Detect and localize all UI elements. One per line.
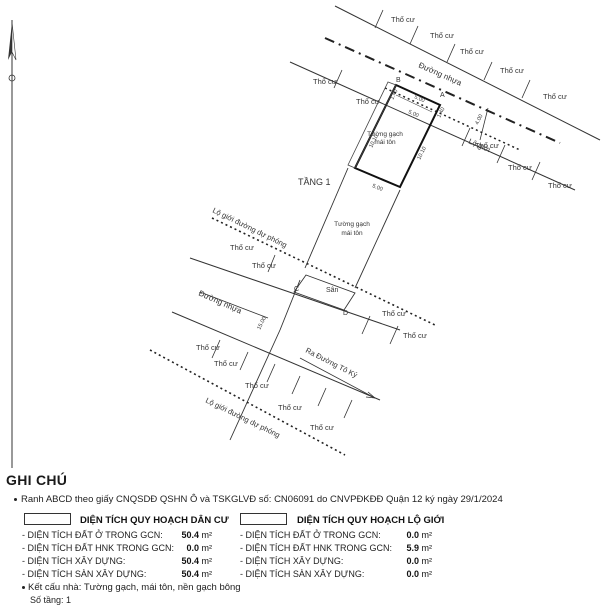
residential-row-label: - DIỆN TÍCH SÀN XÂY DỰNG: [22, 569, 147, 579]
setback-row-value: 5.9 m² [406, 543, 432, 553]
upper-lot-ticks [333, 9, 541, 181]
planned-setback-line-lower [149, 349, 346, 456]
legend-residential-swatch [24, 513, 71, 525]
setback-row-label: - DIỆN TÍCH ĐẤT HNK TRONG GCN: [240, 543, 393, 553]
neighbor-label: Thổ cư [313, 77, 337, 86]
structure-note: Kết cấu nhà: Tường gạch, mái tôn, nền gạ… [22, 582, 241, 593]
bullet-icon [14, 497, 17, 501]
residential-row-label: - DIỆN TÍCH ĐẤT HNK TRONG GCN: [22, 543, 175, 553]
residential-row-label: - DIỆN TÍCH ĐẤT Ở TRONG GCN: [22, 530, 163, 540]
roof-label: mái tôn [341, 230, 363, 237]
neighbor-label: Thổ cư [475, 141, 499, 150]
road-label: Đường nhựa [417, 61, 463, 88]
setback-header: DIỆN TÍCH QUY HOẠCH LỘ GIỚI [297, 515, 445, 526]
setback-row-label: - DIỆN TÍCH ĐẤT Ở TRONG GCN: [240, 530, 381, 540]
rear-yard [229, 167, 401, 441]
notes-description: Ranh ABCD theo giấy CNQSDĐ QSHN Ô và TSK… [14, 494, 503, 505]
dimension-label: 10.10 [368, 134, 379, 149]
planned-setback-label: Lộ giới đường dự phóng [204, 396, 281, 440]
neighbor-label: Thổ cư [356, 97, 380, 106]
upper-road [289, 5, 601, 191]
setback-row-value: 0.0 m² [406, 556, 432, 566]
residential-row-value: 50.4 m² [181, 556, 212, 566]
point-label: D [343, 310, 348, 317]
plot-boundary [347, 81, 442, 189]
dimension-label: 5.00 [407, 109, 419, 119]
residential-row-label: - DIỆN TÍCH XÂY DỰNG: [22, 556, 126, 566]
yard-label: Sân [326, 287, 339, 294]
dimension-label: 5.00 [371, 183, 383, 193]
lower-lot-ticks [211, 254, 399, 419]
neighbor-label: Thổ cư [543, 92, 567, 101]
setback-row-label: - DIỆN TÍCH XÂY DỰNG: [240, 556, 344, 566]
lower-road [171, 257, 401, 401]
neighbor-label: Thổ cư [278, 403, 302, 412]
description-text: Ranh ABCD theo giấy CNQSDĐ QSHN Ô và TSK… [21, 494, 503, 505]
residential-row-value: 0.0 m² [186, 543, 212, 553]
bullet-icon [22, 585, 25, 589]
legend-setback-swatch [240, 513, 287, 525]
setback-label: Lộ giới [467, 137, 492, 155]
cadastral-plan: Thổ cư Thổ cư Thổ cư Thổ cư Thổ cư Thổ c… [8, 5, 601, 468]
neighbor-label: Thổ cư [430, 31, 454, 40]
wall-label: Tường gạch [334, 221, 370, 228]
dimension-label: 1.40 [389, 89, 399, 101]
neighbor-label: Thổ cư [391, 15, 415, 24]
structure-text: Kết cấu nhà: Tường gạch, mái tôn, nền gạ… [28, 582, 241, 593]
floor-label: TẦNG 1 [298, 177, 331, 187]
neighbor-label: Thổ cư [196, 343, 220, 352]
neighbor-label: Thổ cư [548, 181, 572, 190]
dimension-label: 1.40 [436, 107, 446, 119]
setback-row-label: - DIỆN TÍCH SÀN XÂY DỰNG: [240, 569, 365, 579]
road-label: Đường nhựa [197, 289, 243, 316]
north-arrow-icon [8, 20, 17, 468]
neighbor-label: Thổ cư [245, 381, 269, 390]
neighbor-label: Thổ cư [252, 261, 276, 270]
dimension-label: 4.00 [474, 114, 484, 126]
notes-title: GHI CHÚ [6, 472, 68, 488]
point-label: A [440, 92, 445, 99]
dimension-label: 10.10 [416, 146, 427, 161]
dimension-label: 5.00 [413, 94, 425, 104]
planned-setback-line-upper [211, 217, 436, 326]
upper-setback-line [384, 87, 521, 151]
roof-label: mái tôn [374, 139, 396, 146]
wall-label: Tường gạch [367, 131, 403, 138]
residential-row-value: 50.4 m² [181, 530, 212, 540]
dimension-label: 15.00 [256, 316, 267, 331]
neighbor-label: Thổ cư [214, 359, 238, 368]
neighbor-label: Thổ cư [310, 423, 334, 432]
setback-row-value: 0.0 m² [406, 530, 432, 540]
point-label: B [396, 77, 401, 84]
neighbor-label: Thổ cư [460, 47, 484, 56]
neighbor-label: Thổ cư [403, 331, 427, 340]
setback-row-value: 0.0 m² [406, 569, 432, 579]
neighbor-label: Thổ cư [508, 163, 532, 172]
neighbor-label: Thổ cư [230, 243, 254, 252]
floors-note: Số tầng: 1 [30, 595, 72, 605]
residential-header: DIỆN TÍCH QUY HOẠCH DÂN CƯ [80, 515, 229, 526]
neighbor-label: Thổ cư [382, 309, 406, 318]
residential-row-value: 50.4 m² [181, 569, 212, 579]
point-label: C [294, 286, 299, 293]
neighbor-label: Thổ cư [500, 66, 524, 75]
